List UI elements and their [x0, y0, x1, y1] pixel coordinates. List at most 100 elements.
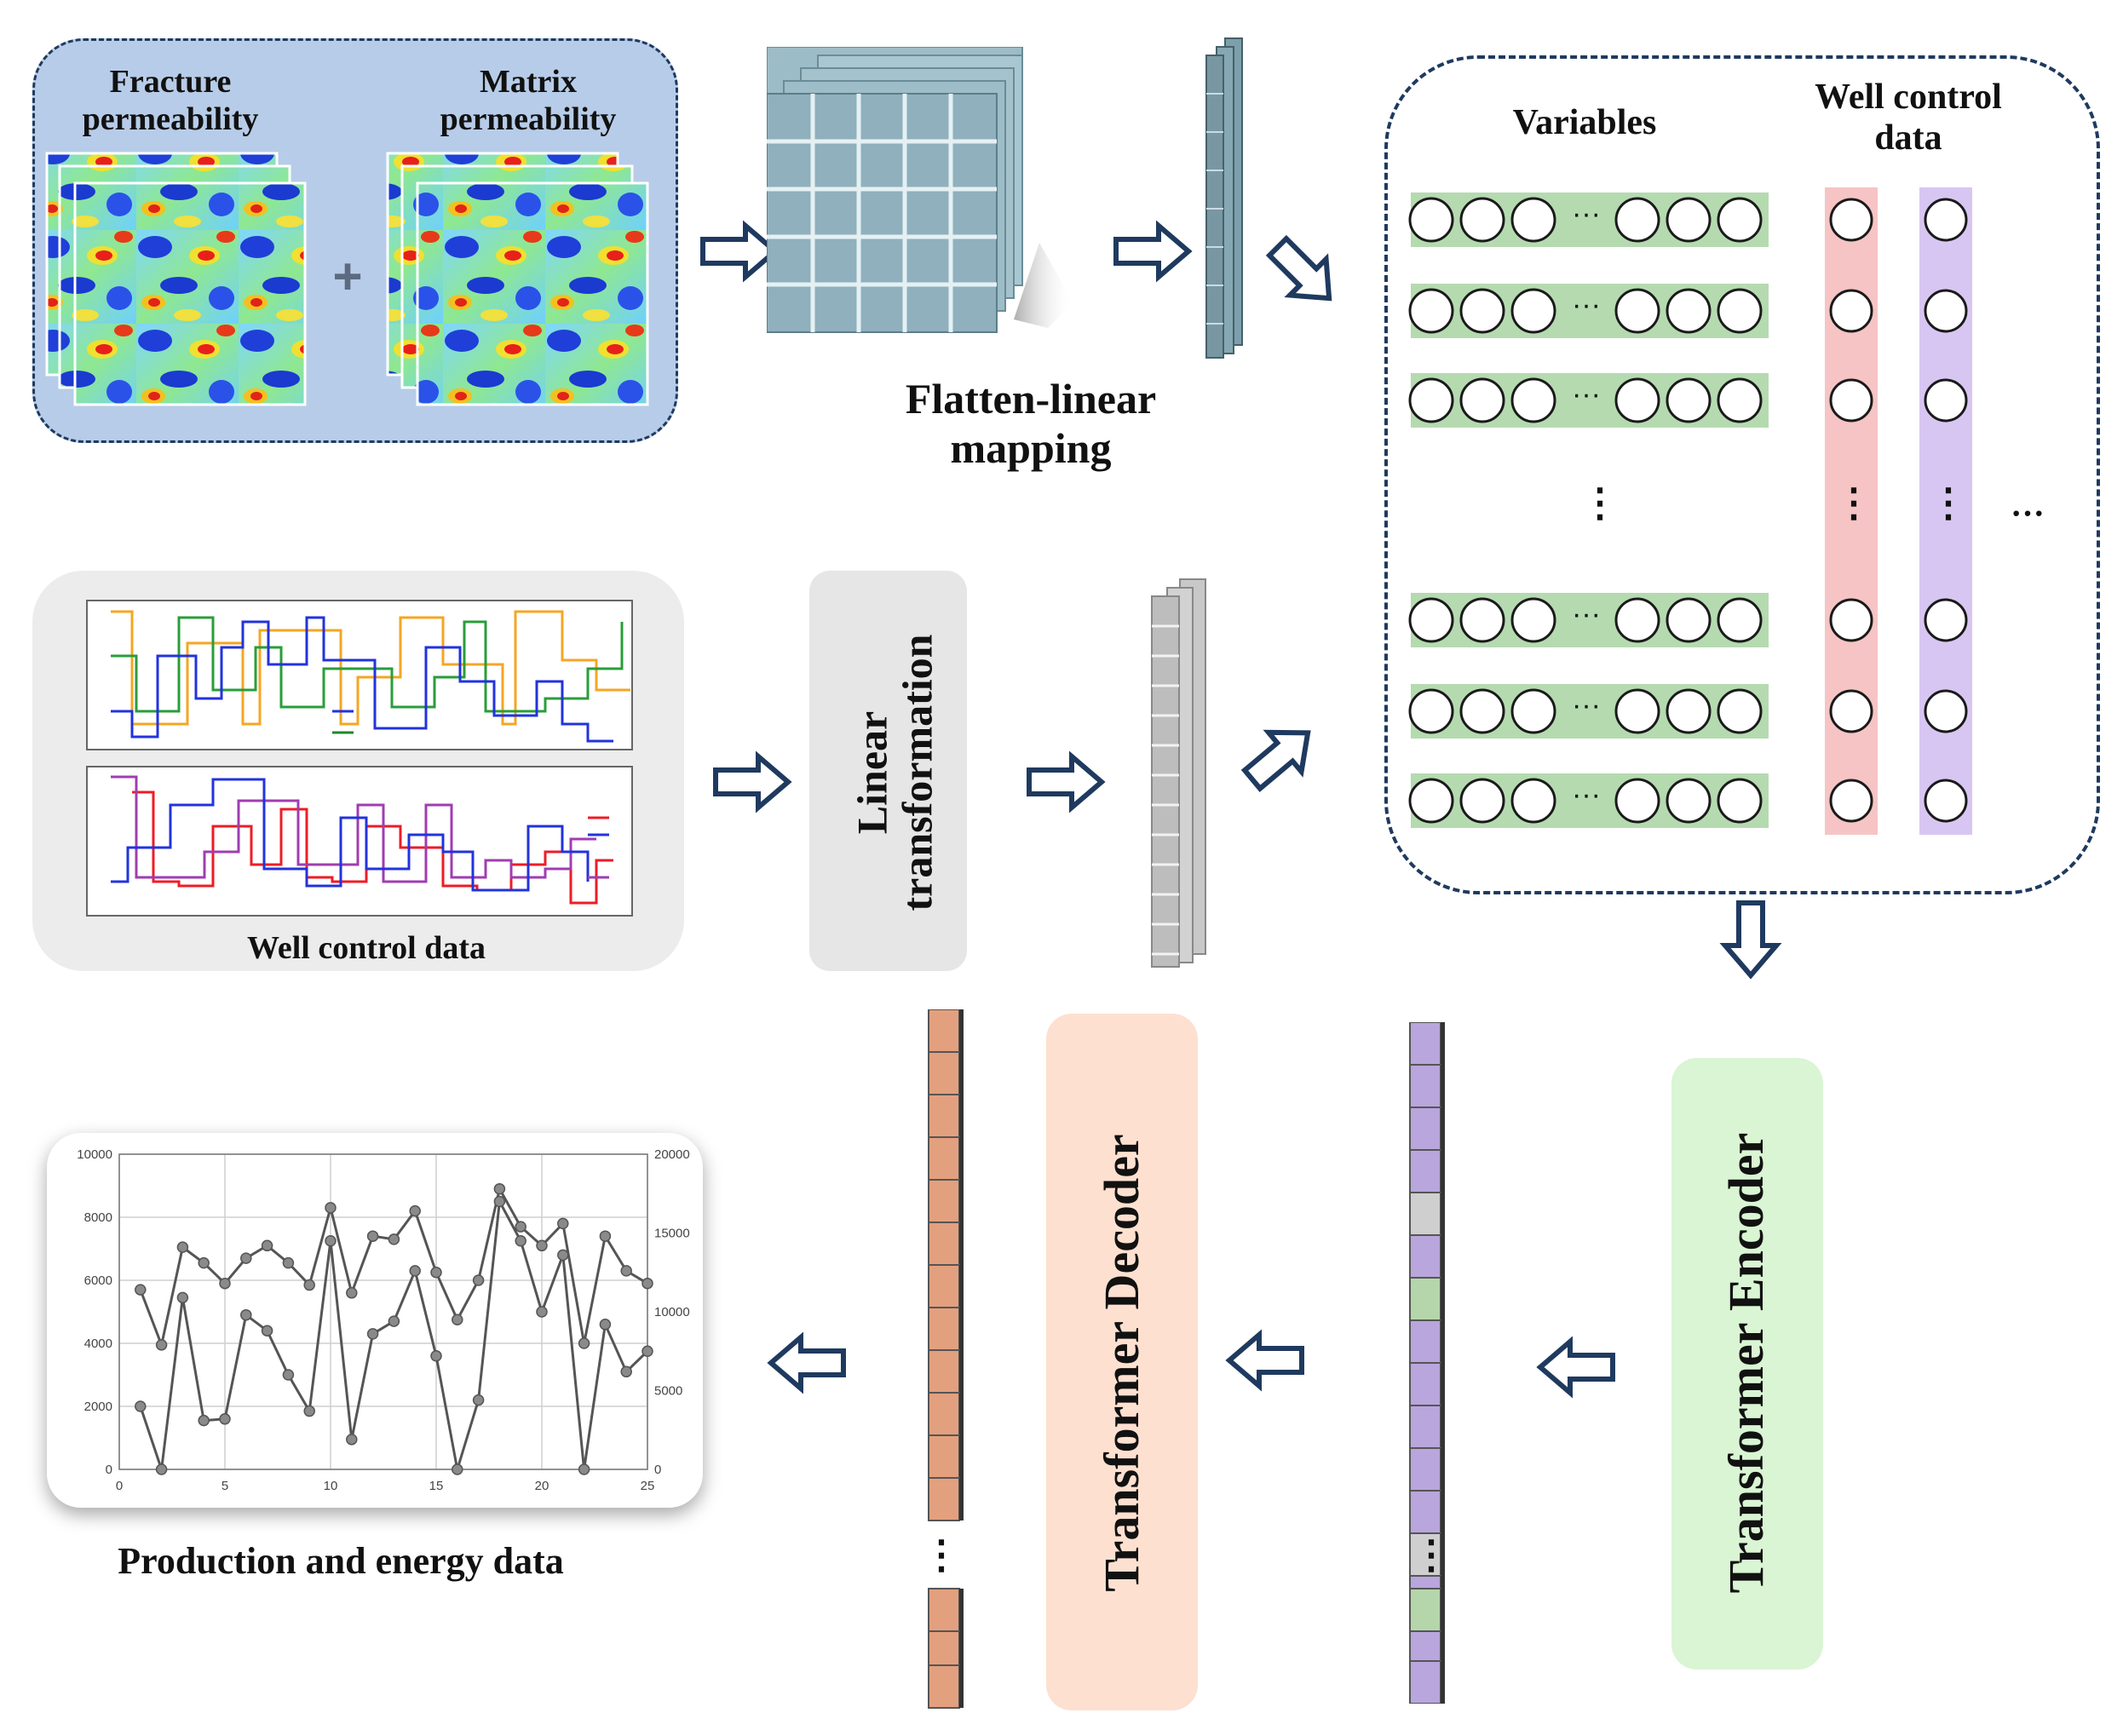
data-point	[282, 1369, 295, 1381]
arrow-down-icon	[1725, 903, 1776, 975]
data-point	[409, 1204, 421, 1217]
row-ellipsis: ···	[1572, 779, 1601, 811]
decoder-column-ellipsis: ⋮	[922, 1533, 961, 1577]
token-cell	[928, 1264, 960, 1308]
well-control-node	[1829, 289, 1873, 333]
data-point	[493, 1195, 506, 1208]
data-point	[240, 1308, 252, 1321]
variable-node	[1717, 597, 1763, 643]
token-cell	[1409, 1660, 1441, 1704]
token-cell	[1409, 1192, 1441, 1236]
token-cell	[1409, 1447, 1441, 1492]
token-cell-edge	[1441, 1491, 1445, 1533]
data-point	[599, 1230, 612, 1242]
variable-node	[1459, 288, 1505, 334]
token-cell-edge	[1441, 1533, 1445, 1576]
plus-sign: +	[332, 248, 362, 305]
data-point	[536, 1306, 548, 1318]
token-cell	[928, 1136, 960, 1181]
variable-node	[1408, 377, 1454, 423]
data-point	[240, 1252, 252, 1264]
data-point	[282, 1256, 295, 1269]
token-cell	[1409, 1277, 1441, 1321]
encoder-token-column	[1409, 1022, 1445, 1704]
variable-node	[1666, 778, 1712, 824]
data-point	[578, 1463, 590, 1475]
token-cell-edge	[959, 1350, 964, 1393]
token-cell-edge	[959, 1095, 964, 1137]
data-point	[472, 1394, 485, 1406]
data-point	[303, 1405, 315, 1417]
token-cell	[928, 1664, 960, 1709]
x-tick-label: 5	[222, 1479, 228, 1493]
data-point	[536, 1239, 548, 1252]
data-point	[219, 1277, 231, 1290]
token-cell-edge	[1441, 1631, 1445, 1674]
token-cell-edge	[1441, 1320, 1445, 1363]
y-left-tick-label: 6000	[84, 1273, 112, 1288]
token-cell-edge	[1441, 1661, 1445, 1704]
data-point	[366, 1328, 379, 1340]
row-ellipsis: ···	[1572, 198, 1601, 230]
flatten-linear-mapping-label: Flatten-linear mapping	[905, 375, 1157, 472]
encoder-column-ellipsis: ⋮	[1412, 1533, 1451, 1577]
y-right-tick-label: 0	[654, 1463, 661, 1477]
data-point	[155, 1339, 168, 1351]
data-point	[452, 1463, 463, 1475]
data-point	[409, 1265, 421, 1277]
arrow-up-right-icon	[1236, 713, 1325, 799]
y-left-tick-label: 4000	[84, 1336, 112, 1351]
token-cell-edge	[959, 1052, 964, 1095]
data-point	[642, 1345, 653, 1357]
flattened-vector-stack	[1205, 37, 1243, 359]
vertical-ellipsis-pink: ⋮	[1834, 481, 1873, 525]
output-chart-panel	[47, 1133, 703, 1508]
y-left-tick-label: 10000	[77, 1147, 112, 1162]
arrow-left-icon	[1229, 1335, 1302, 1386]
well-control-node	[1924, 779, 1968, 823]
token-cell	[928, 1051, 960, 1095]
data-point	[515, 1221, 526, 1233]
arrow-right-icon	[703, 226, 775, 277]
arrow-right-icon	[1116, 226, 1188, 277]
variable-node	[1459, 597, 1505, 643]
token-cell	[1409, 1319, 1441, 1364]
token-cell	[928, 1434, 960, 1479]
data-point	[135, 1400, 147, 1412]
token-cell-edge	[959, 1180, 964, 1222]
variable-node	[1666, 197, 1712, 243]
well-control-node	[1924, 598, 1968, 642]
arrow-left-icon	[771, 1337, 843, 1388]
well-control-node	[1924, 689, 1968, 733]
y-right-tick-label: 10000	[654, 1305, 690, 1319]
variable-node	[1614, 288, 1660, 334]
token-cell-edge	[1441, 1589, 1445, 1631]
data-point	[452, 1313, 463, 1325]
token-cell-edge	[1441, 1235, 1445, 1278]
data-point	[261, 1239, 273, 1252]
variables-label: Variables	[1512, 103, 1657, 142]
token-cell	[1409, 1362, 1441, 1406]
data-point	[557, 1217, 569, 1230]
y-right-tick-label: 15000	[654, 1227, 690, 1241]
variable-node	[1614, 197, 1660, 243]
well-control-node	[1829, 198, 1873, 242]
transformer-encoder-label: Transformer Encoder	[1718, 1132, 1774, 1594]
variable-node	[1717, 688, 1763, 734]
token-cell	[928, 1094, 960, 1138]
data-point	[493, 1182, 506, 1195]
data-point	[346, 1434, 358, 1446]
variable-node	[1614, 688, 1660, 734]
token-cell	[928, 1179, 960, 1223]
variable-node	[1717, 778, 1763, 824]
data-point	[515, 1235, 526, 1247]
variable-node	[1459, 197, 1505, 243]
variable-node	[1510, 688, 1556, 734]
transformer-encoder-box	[1671, 1058, 1823, 1670]
y-left-tick-label: 2000	[84, 1400, 112, 1414]
well-control-node	[1829, 598, 1873, 642]
transformer-decoder-box	[1046, 1014, 1198, 1710]
variable-node	[1459, 778, 1505, 824]
data-point	[430, 1267, 442, 1279]
